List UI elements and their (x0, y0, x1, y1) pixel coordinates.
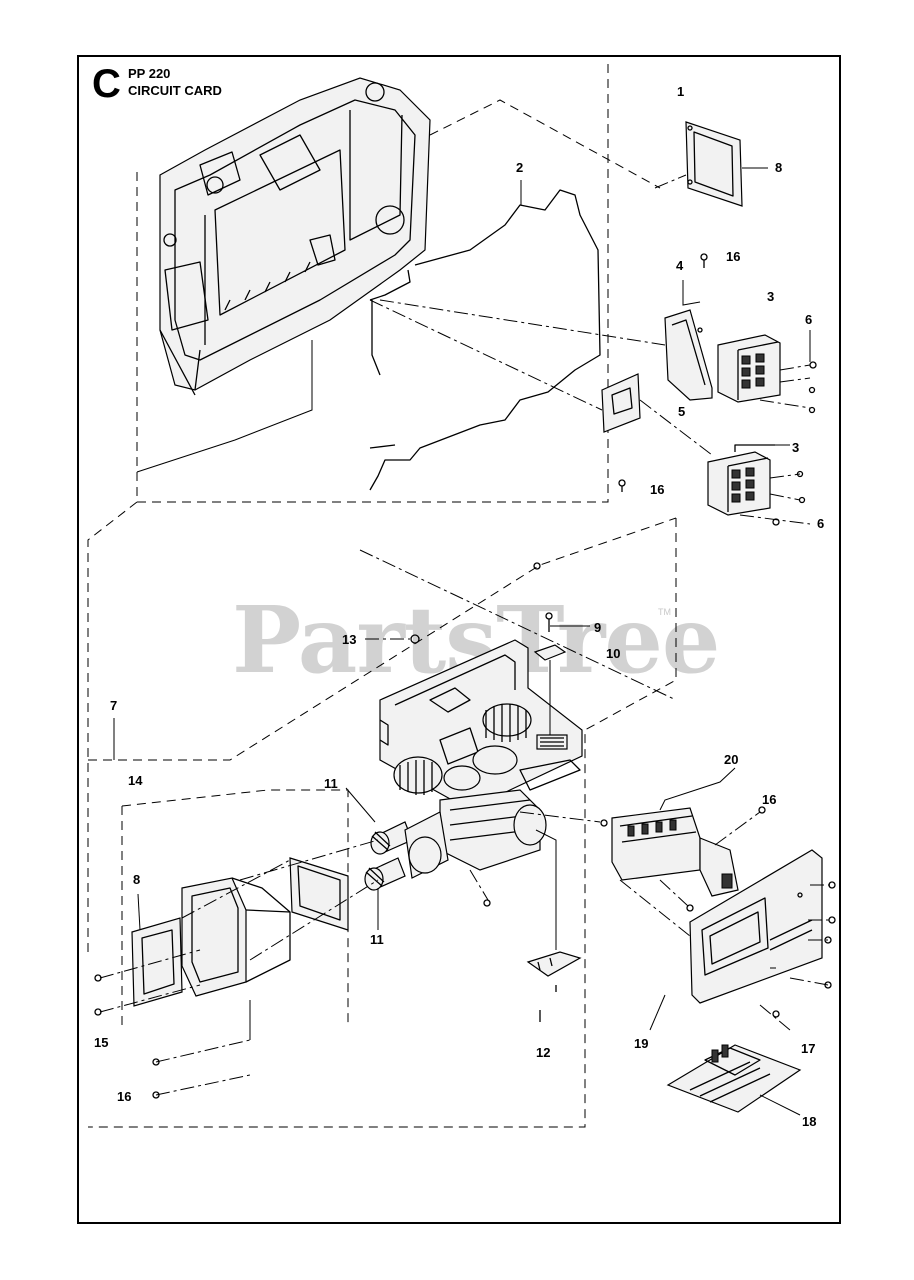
clamp-screw-link (469, 869, 489, 901)
callout-6a: 6 (805, 312, 812, 327)
c19-leader (649, 994, 666, 1031)
screw-16-top (700, 253, 708, 268)
screw-6-bottom-2 (798, 496, 806, 504)
terminal-block-18 (666, 1044, 802, 1113)
cover-screw-3 (824, 936, 832, 944)
c4-leader (682, 280, 701, 306)
callout-5: 5 (678, 404, 685, 419)
callout-labels: 1 2 3 3 4 5 6 6 7 8 8 9 10 11 11 12 13 1… (94, 84, 824, 1129)
c18-leader (759, 1094, 801, 1116)
callout-1: 1 (677, 84, 684, 99)
bracket-link (379, 299, 666, 346)
card-screw-line (519, 811, 601, 823)
callout-10: 10 (606, 646, 620, 661)
screw-16-middle (618, 479, 626, 492)
screw-6-top-3 (808, 406, 816, 414)
screw-17 (772, 1010, 780, 1018)
callout-9: 9 (594, 620, 601, 635)
c12-leader (535, 829, 557, 950)
c20-leader (659, 767, 736, 811)
screw-6-bottom-1 (796, 470, 804, 478)
contactor-upper-screw-lines (759, 364, 811, 409)
section-letter: C (92, 62, 121, 106)
callout-3a: 3 (767, 289, 774, 304)
section-title: C PP 220 CIRCUIT CARD (92, 62, 222, 106)
side-cover-screw-lines (770, 884, 830, 986)
clamp-12 (526, 951, 582, 1022)
mounting-plate (601, 373, 641, 433)
duct-link-lines (181, 839, 379, 961)
cover-screw-1 (828, 881, 836, 889)
callout-3b: 3 (792, 440, 799, 455)
relay-bracket (664, 309, 713, 401)
callout-2: 2 (516, 160, 523, 175)
callout-16a: 16 (726, 249, 740, 264)
callout-20: 20 (724, 752, 738, 767)
callout-4: 4 (676, 258, 684, 273)
callout-12: 12 (536, 1045, 550, 1060)
c11a-leader (345, 787, 376, 823)
cover-link-line (429, 99, 661, 189)
callout-17: 17 (801, 1041, 815, 1056)
lower-group-outline (88, 518, 677, 1128)
clamp-screw (483, 899, 491, 907)
callout-19: 19 (634, 1036, 648, 1051)
terminal-board (611, 807, 739, 897)
c8b-leader (137, 893, 141, 931)
callout-13: 13 (342, 632, 356, 647)
screw-6-top-2 (808, 386, 816, 394)
terminal-screw (758, 806, 766, 814)
callout-14: 14 (128, 773, 143, 788)
small-clip (533, 612, 567, 661)
cover-plate-upper (685, 121, 743, 207)
callout-8a: 8 (775, 160, 782, 175)
callout-8b: 8 (133, 872, 140, 887)
duct-group-outline (121, 789, 349, 1025)
contactor-lower (707, 444, 775, 516)
card-screw (600, 819, 608, 827)
screw-6-top (809, 361, 817, 369)
gasket-frame (289, 857, 349, 931)
diagram-frame (77, 55, 841, 1224)
wire-harness (369, 189, 601, 491)
callout-16c: 16 (762, 792, 776, 807)
section-subtitle: CIRCUIT CARD (128, 83, 222, 98)
plate-link (369, 299, 713, 456)
callout-16d: 16 (117, 1089, 131, 1104)
c1-link (654, 174, 687, 189)
side-cover-plate (689, 849, 823, 1004)
model-name: PP 220 (128, 66, 170, 81)
screw-13 (365, 634, 420, 644)
housing-frame (159, 77, 431, 396)
callout-11a: 11 (324, 776, 338, 791)
cover-screw-4 (824, 981, 832, 989)
callout-15: 15 (94, 1035, 108, 1050)
screw-6-bottom-3 (772, 518, 780, 526)
callout-6b: 6 (817, 516, 824, 531)
callout-18: 18 (802, 1114, 816, 1129)
duct-screws (94, 949, 251, 1099)
screw-top-lower-box (533, 562, 541, 570)
svg-text:TM: TM (658, 607, 671, 617)
contactor-upper (717, 334, 781, 403)
air-duct (181, 877, 291, 997)
cover-screw-2 (828, 916, 836, 924)
upper-to-lower-link (87, 501, 138, 958)
housing-leader (136, 340, 313, 473)
callout-7: 7 (110, 698, 117, 713)
upper-group-outline (136, 64, 609, 503)
terminal-screw-2 (686, 904, 694, 912)
callout-11b: 11 (370, 932, 384, 947)
callout-16b: 16 (650, 482, 664, 497)
board-link (359, 549, 677, 701)
circuit-card-assembly (364, 639, 583, 891)
